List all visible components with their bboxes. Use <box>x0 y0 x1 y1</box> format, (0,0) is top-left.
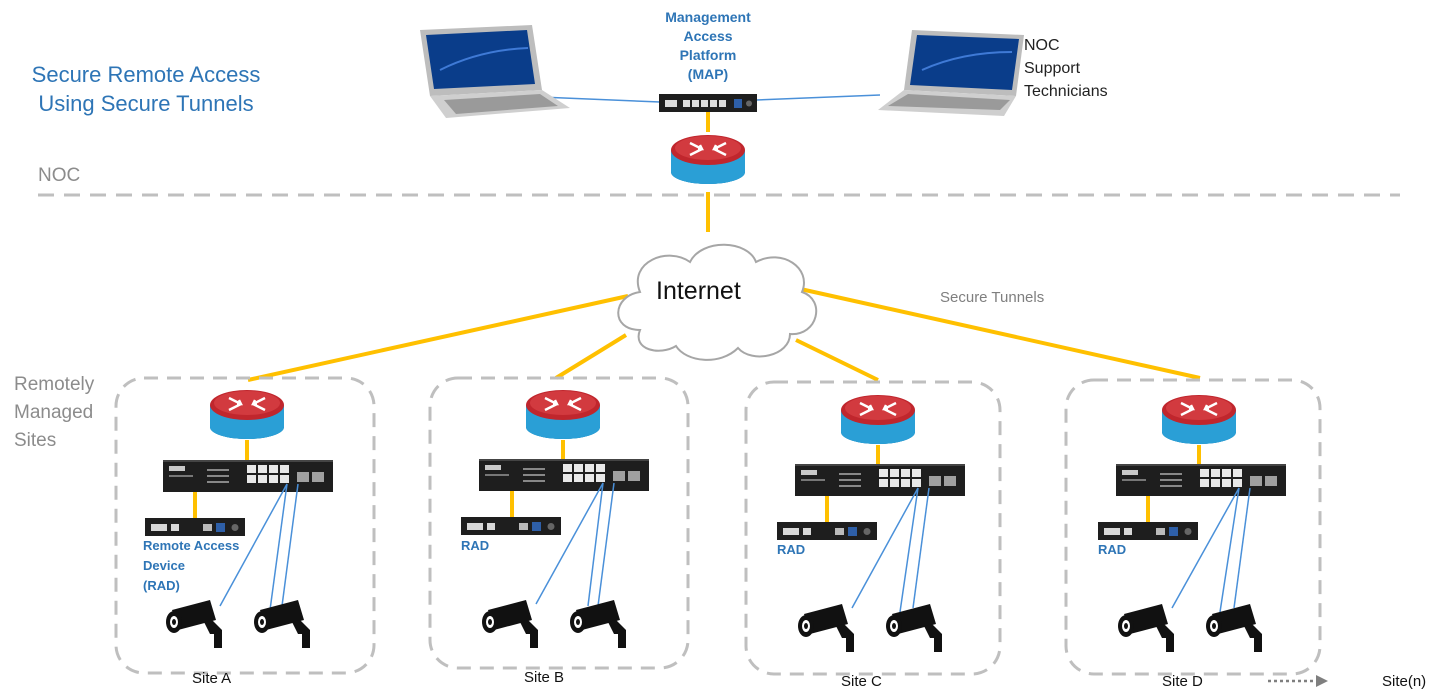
remote-sites-line-3: Sites <box>14 430 57 451</box>
site-label-a: Site A <box>192 670 232 687</box>
technicians-line-1: NOC <box>1024 37 1060 54</box>
camera-links <box>219 482 1251 613</box>
internet-label: Internet <box>656 277 741 305</box>
router-icon <box>839 393 917 446</box>
security-camera-icon <box>798 604 854 652</box>
title-line-1: Secure Remote Access <box>31 62 261 87</box>
security-camera-icon <box>254 600 310 648</box>
site-label-d: Site D <box>1162 673 1203 690</box>
map-label: Management Access Platform (MAP) <box>638 8 778 84</box>
technicians-line-2: Support <box>1024 60 1081 77</box>
rad-device-icon <box>145 518 245 536</box>
remote-sites-line-1: Remotely <box>14 374 95 395</box>
laptop-icon <box>877 29 1025 117</box>
map-device-icon <box>659 94 757 112</box>
noc-label: NOC <box>38 165 81 186</box>
router-icon <box>1160 393 1238 446</box>
diagram-title: Secure Remote Access Using Secure Tunnel… <box>14 60 278 118</box>
site-label-n: Site(n) <box>1382 673 1427 690</box>
security-camera-icon <box>1206 604 1262 652</box>
switch-icon <box>795 464 965 496</box>
site-boxes <box>114 376 1322 676</box>
switch-icon <box>163 460 333 492</box>
cloud-icon <box>617 243 818 361</box>
map-label-line-3: Platform <box>679 47 737 63</box>
secure-tunnels-label: Secure Tunnels <box>940 289 1045 306</box>
tunnel-lines <box>193 112 1201 522</box>
map-label-line-1: Management <box>665 9 751 25</box>
laptop-icon <box>419 24 571 119</box>
remote-sites-line-2: Managed <box>14 402 94 423</box>
security-camera-icon <box>570 600 626 648</box>
rad-label-line-2: Device <box>143 558 185 573</box>
rad-label-site-d: RAD <box>1098 542 1127 557</box>
security-camera-icon <box>886 604 942 652</box>
title-line-2: Using Secure Tunnels <box>38 91 254 116</box>
laptop-links <box>539 94 881 103</box>
rad-label-site-b: RAD <box>461 538 490 553</box>
router-icon <box>208 388 286 441</box>
router-icon <box>669 133 747 186</box>
switch-icon <box>479 459 649 491</box>
rad-device-icon <box>461 517 561 535</box>
rad-device-icon <box>777 522 877 540</box>
rad-label-site-c: RAD <box>777 542 806 557</box>
rad-label-line-1: Remote Access <box>143 538 240 553</box>
rad-label-site-a: Remote Access Device (RAD) <box>143 536 239 596</box>
security-camera-icon <box>166 600 222 648</box>
map-label-line-2: Access <box>683 28 733 44</box>
site-label-b: Site B <box>524 669 565 686</box>
site-label-c: Site C <box>841 673 882 690</box>
security-camera-icon <box>1118 604 1174 652</box>
noc-technicians-label: NOC Support Technicians <box>1024 34 1108 103</box>
more-sites-arrow-icon <box>1268 675 1328 687</box>
security-camera-icon <box>482 600 538 648</box>
router-icon <box>524 388 602 441</box>
rad-label-line-3: (RAD) <box>143 578 180 593</box>
rad-device-icon <box>1098 522 1198 540</box>
remote-sites-label: Remotely Managed Sites <box>14 371 94 455</box>
technicians-line-3: Technicians <box>1024 83 1108 100</box>
map-label-line-4: (MAP) <box>687 66 729 82</box>
switch-icon <box>1116 464 1286 496</box>
